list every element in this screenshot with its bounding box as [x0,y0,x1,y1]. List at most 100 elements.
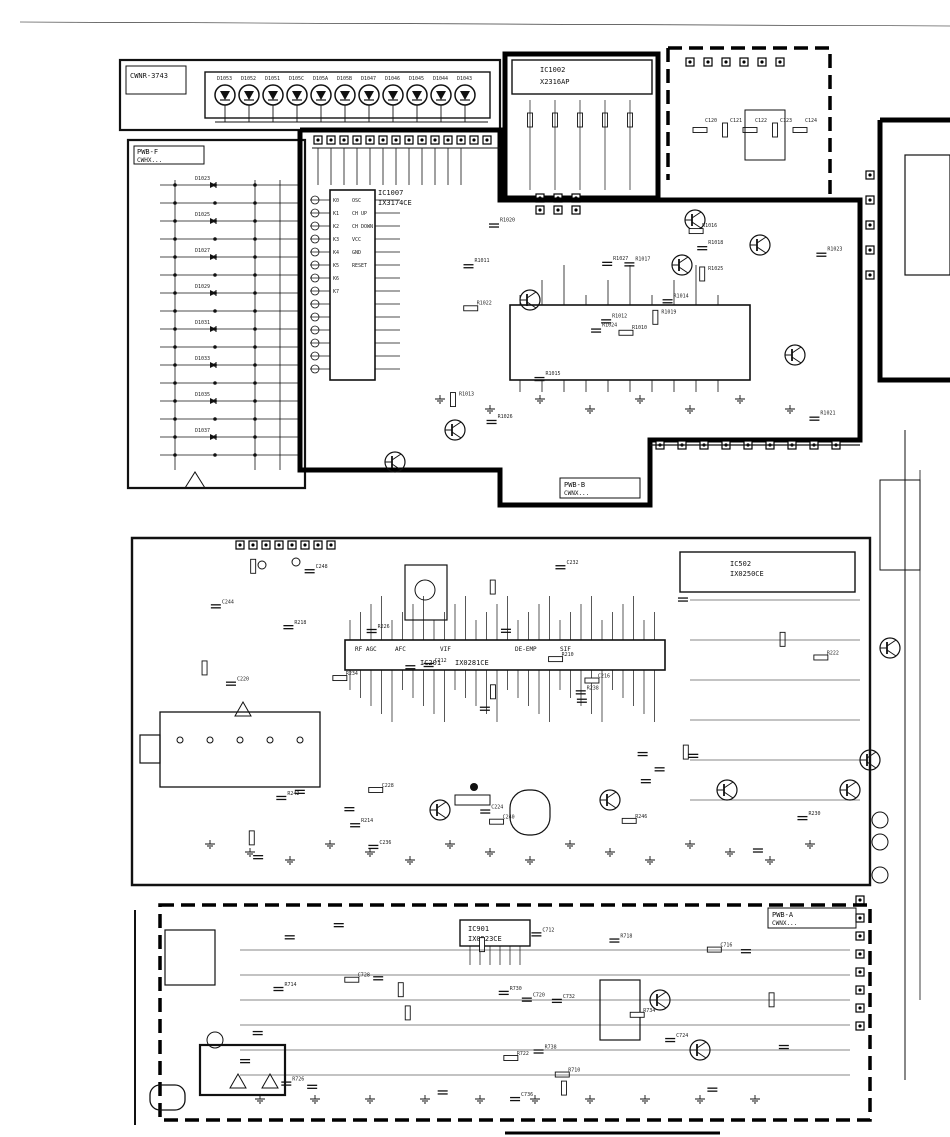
junction-dot [213,309,217,313]
connector-pin-dot [433,138,437,142]
resistor-symbol [688,228,704,235]
component-ref: D1047 [361,76,376,82]
transistor-lead [691,211,702,219]
resistor-symbol [479,937,485,953]
pin-marker [310,312,320,322]
junction-dot [213,453,217,457]
component-ref: D1043 [457,76,472,82]
transistor-lead [691,221,702,229]
if-circuit: R210C212R214C216R218C220R222C224R226C228… [139,558,901,865]
led-diode-triangle [412,91,422,100]
component-ref: R1024 [602,323,617,329]
connector-pin-dot [485,138,489,142]
bottom-right-sub: CWNX... [772,920,797,927]
test-point [257,560,267,570]
if-label-afc: AFC [395,646,406,653]
component-ref: R230 [808,811,820,817]
diode-symbol [210,182,216,188]
component-ref: R1020 [500,218,515,224]
transistor-lead [656,1001,667,1009]
led-board-label: CWNR-3743 [130,72,168,80]
connector-pin-dot [858,970,862,974]
tuner-module [904,154,950,276]
component-ref: C123 [780,118,792,124]
component-ref: R1026 [498,414,513,420]
warning-triangle [229,1072,247,1089]
component-ref: C232 [566,560,578,566]
component-ref: R1011 [474,258,489,264]
resistor-symbol [248,830,255,846]
component-ref: R1019 [661,309,676,315]
pin-marker [310,247,320,257]
connector-pin-dot [394,138,398,142]
connector-pin-dot [368,138,372,142]
connector-pin-dot [355,138,359,142]
pin-marker [310,208,320,218]
transistor-lead [391,463,402,471]
component-ref: C120 [705,118,717,124]
connector-pin-dot [868,273,872,277]
component-ref: R718 [620,934,632,940]
component-ref: C724 [676,1033,688,1039]
component-ref: C236 [379,840,391,846]
led-diode-triangle [364,91,374,100]
component-ref: R1022 [477,300,492,306]
ceramic-filter [454,794,491,806]
resistor-symbol [368,787,384,793]
resistor-symbol [463,305,479,312]
coil-core [414,579,436,601]
connector-pin-dot [574,208,578,212]
output-transformer [599,979,641,1041]
connector-pin-dot [868,173,872,177]
component-ref: R1010 [632,325,647,331]
component-ref: R714 [284,982,296,988]
pwbb-sub: CWNX... [564,490,589,497]
component-ref: D1051 [265,76,280,82]
transistor-lead [526,291,537,299]
connector-pin-dot [724,60,728,64]
resistor-symbol [682,744,689,760]
led-diode-triangle [292,91,302,100]
transformer-box [744,109,786,161]
transistor-lead [866,751,877,759]
resistor-symbol [489,579,496,595]
component-ref: K5 [333,263,339,269]
component-ref: D1025 [195,212,210,218]
connector-pin-dot [420,138,424,142]
transistor-lead [436,801,447,809]
connector-pin-dot [858,934,862,938]
component-ref: R214 [361,818,373,824]
test-point [871,833,889,851]
resistor-symbol [404,1005,411,1021]
diode-symbol [210,362,216,368]
sound-section: IC901 IX0523CE PWB-A CWNX... R710C712R71… [134,903,872,1125]
tuner-pin [236,736,244,744]
pin-marker [310,221,320,231]
resistor-symbol [554,1071,570,1078]
key-board-sub: CWHX... [137,157,162,164]
pin-marker [310,351,320,361]
junction-dot [213,291,217,295]
tuner-pin [296,736,304,744]
tuner-pin [176,736,184,744]
resistor-symbol [722,122,728,138]
if-label-sif: SIF [560,646,571,653]
resistor-symbol [618,329,634,336]
connector-pin-dot [868,198,872,202]
resistor-symbol [772,122,778,138]
pin-marker [310,325,320,335]
pin-marker [310,195,320,205]
junction-dot [213,219,217,223]
if-section: IC201 IX0281CE DE-EMP VIF SIF AFC RF AGC… [130,536,901,887]
connector-pin-dot [556,208,560,212]
connector-pin-dot [868,248,872,252]
transistor-lead [756,236,767,244]
component-ref: C728 [358,973,370,979]
component-ref: C122 [755,118,767,124]
connector-pin-dot [858,898,862,902]
component-ref: C228 [382,783,394,789]
micro-ic-part: IX3174CE [378,199,412,207]
connector-pin-dot [538,208,542,212]
resistor-symbol [489,818,505,825]
